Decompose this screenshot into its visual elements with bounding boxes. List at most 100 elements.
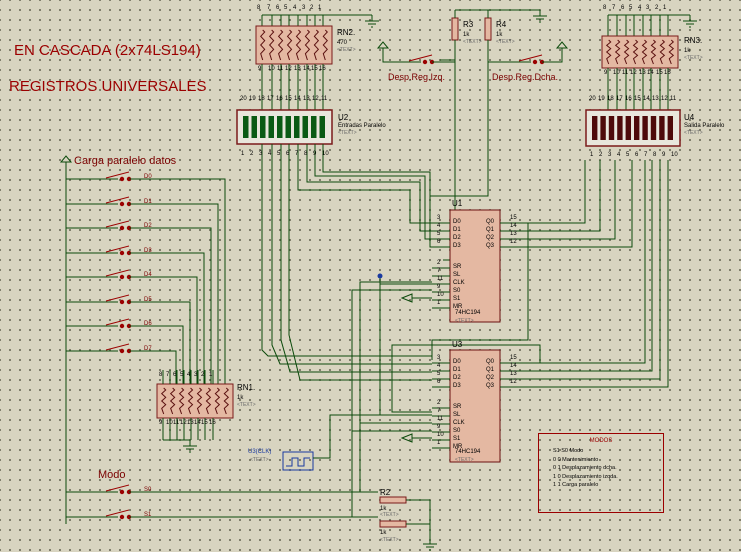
data-switch (105, 171, 130, 179)
pack-pin-number: 4 (187, 372, 191, 378)
resistor-r3 (451, 17, 459, 41)
led-segment (650, 116, 657, 140)
wire (261, 170, 432, 357)
pack-pin-number: 4 (293, 5, 297, 11)
wire (518, 160, 601, 232)
ic-pin-name: S1 (453, 436, 461, 442)
ic-pin-number: 14 (510, 223, 517, 229)
pack-pin-number: 2 (310, 5, 314, 11)
resistor-r-s1 (379, 520, 407, 528)
pack-pin-number: 10 (613, 70, 620, 76)
resistor-zigzag (313, 29, 320, 61)
pack-pin-number: 11 (622, 70, 629, 76)
wire (518, 160, 616, 240)
switch-contact (119, 274, 125, 280)
bar-pin-number: 11 (321, 96, 328, 102)
resistor-zigzag (169, 387, 176, 415)
switch-desp-izq (408, 54, 433, 62)
modes-header: S1 S0 Modo (553, 448, 584, 454)
ic-pin-name: D0 (453, 359, 461, 365)
ic-pin-name: SL (453, 272, 461, 278)
bar-pin-number: 3 (608, 152, 612, 158)
ic-pin-number: 2 (437, 400, 441, 406)
u4-name: U4 (684, 113, 695, 122)
ic-pin-number: 5 (437, 231, 441, 237)
resistor-zigzag (650, 39, 657, 65)
resistor-r2 (379, 496, 407, 504)
switch-contact (119, 514, 125, 520)
data-wire (140, 301, 191, 384)
bar-pin-number: 3 (259, 151, 263, 157)
ic-pin-name: D1 (453, 367, 461, 373)
resistor-zigzag (322, 29, 328, 61)
wire (518, 160, 653, 372)
label-modo: Modo (98, 469, 126, 481)
pack-pin-number: 15 (311, 66, 318, 72)
pack-pin-number: 8 (159, 372, 163, 378)
led-segment (251, 116, 257, 138)
bar-pin-number: 5 (626, 152, 630, 158)
pack-pin-number: 5 (180, 372, 184, 378)
data-switch-label: D6 (144, 321, 152, 327)
led-segment (311, 116, 317, 138)
clock-generator (282, 451, 314, 471)
led-segment (667, 116, 673, 140)
bar-pin-number: 1 (241, 151, 245, 157)
pack-pin-number: 7 (267, 5, 271, 11)
label-desp-izq: Desp.Reg.Izq. (388, 72, 446, 82)
switch-contact (119, 489, 125, 495)
led-bar-u4 (585, 109, 681, 147)
bar-pin-number: 7 (644, 152, 648, 158)
ic-pin-name: CLK (453, 280, 465, 286)
ic-pin-number: 5 (437, 371, 441, 377)
led-segment (617, 116, 623, 140)
clk-text: <TEXT> (250, 457, 269, 463)
bar-pin-number: 20 (240, 96, 247, 102)
ic-pin-number: 6 (437, 379, 441, 385)
resistor-zigzag (623, 39, 630, 65)
ic-pin-number: 4 (437, 223, 441, 229)
wire (518, 160, 661, 380)
bar-pin-number: 17 (267, 96, 274, 102)
rn3-name: RN3. (684, 36, 703, 45)
wire (379, 275, 432, 285)
u1-part: 74HC194 (455, 310, 481, 316)
ic-pin-name: S0 (453, 428, 461, 434)
switch-contact (119, 299, 125, 305)
wire (314, 170, 432, 240)
bar-pin-number: 9 (662, 152, 666, 158)
pack-pin-number: 7 (166, 372, 170, 378)
pack-pin-number: 12 (285, 66, 292, 72)
data-switch-label: D2 (144, 223, 152, 229)
bar-pin-number: 13 (303, 96, 310, 102)
data-wire (140, 178, 226, 384)
modes-row: 0 1 Desplazamiento dcha. (553, 465, 617, 471)
pack-pin-number: 8 (603, 5, 607, 11)
modes-title: MODOS (589, 438, 613, 444)
resistor-zigzag (304, 29, 311, 61)
pack-pin-number: 6 (621, 5, 625, 11)
data-wire (140, 350, 177, 384)
pack-pin-number: 2 (655, 5, 659, 11)
data-switch-label: D4 (144, 272, 152, 278)
pack-pin-number: 9 (159, 420, 163, 426)
pack-pin-number: 1 (663, 5, 667, 11)
bar-pin-number: 8 (304, 151, 308, 157)
ic-pin-number: 10 (437, 432, 444, 438)
wire (271, 170, 432, 365)
pack-pin-number: 2 (201, 372, 205, 378)
pack-pin-number: 3 (302, 5, 306, 11)
switch-contact (119, 250, 125, 256)
led-segment (277, 116, 283, 138)
bar-pin-number: 10 (322, 151, 329, 157)
wire (306, 170, 432, 232)
modes-row: 1 1 Carga paralelo (553, 482, 599, 488)
resistor-zigzag (160, 387, 167, 415)
pack-pin-number: 15 (656, 70, 663, 76)
led-segment (608, 116, 615, 140)
resistor-zigzag (614, 39, 621, 65)
wire (297, 170, 432, 224)
label-desp-dcha: Desp.Reg.Dcha. (492, 72, 559, 82)
ic-pin-number: 13 (510, 371, 517, 377)
